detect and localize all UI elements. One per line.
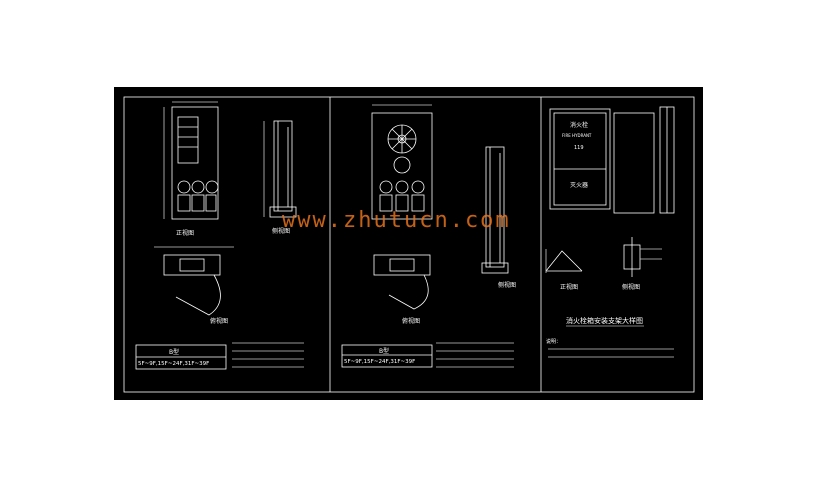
panel1-table-header: B型	[169, 348, 179, 356]
panel3-box-side	[613, 106, 675, 214]
box-title: 消火栓	[570, 121, 588, 129]
cad-drawing: 正视图 侧视图 俯视图 B型 5F~9F,15F~24F,31F~39F 侧视图…	[123, 96, 695, 393]
panel1-front-view	[163, 101, 219, 220]
panel3-notes-heading: 说明：	[546, 338, 561, 345]
panel1-table	[135, 344, 227, 370]
panel2-table	[341, 344, 433, 368]
panel1-plan-view-label: 俯视图	[210, 317, 228, 325]
panel1-floors: 5F~9F,15F~24F,31F~39F	[138, 361, 209, 367]
panel2-side-view	[481, 146, 509, 274]
panel1-notes	[232, 342, 304, 368]
panel1-side-view-label: 侧视图	[272, 227, 290, 235]
panel3-side-view-label: 侧视图	[622, 283, 640, 291]
panel2-front-view	[371, 104, 433, 220]
panel3-front-view-label: 正视图	[560, 283, 578, 291]
panel2-plan-view	[373, 254, 431, 310]
panel2-notes	[436, 342, 514, 368]
box-subtitle: FIRE HYDRANT	[562, 133, 592, 138]
panel3-box-front	[549, 108, 611, 210]
panel1-plan-view	[154, 246, 234, 316]
box-extinguisher: 灭火器	[570, 182, 588, 189]
panel3-title: 消火栓箱安装支架大样图	[566, 316, 643, 325]
drawing-frame	[123, 96, 695, 393]
panel1-front-view-label: 正视图	[176, 229, 194, 237]
panel2-side-view-label: 侧视图	[498, 281, 516, 289]
panel2-plan-view-label: 俯视图	[402, 317, 420, 325]
drawing-sheet: 正视图 侧视图 俯视图 B型 5F~9F,15F~24F,31F~39F 侧视图…	[114, 87, 703, 400]
panel3-bracket-front	[545, 249, 583, 273]
box-phone: 119	[574, 145, 584, 151]
panel2-table-header: B型	[379, 347, 389, 355]
panel3-bracket-side	[623, 237, 662, 277]
panel1-side-view	[263, 120, 297, 218]
panel2-floors: 5F~9F,15F~24F,31F~39F	[344, 359, 415, 365]
panel3-notes	[548, 348, 674, 358]
